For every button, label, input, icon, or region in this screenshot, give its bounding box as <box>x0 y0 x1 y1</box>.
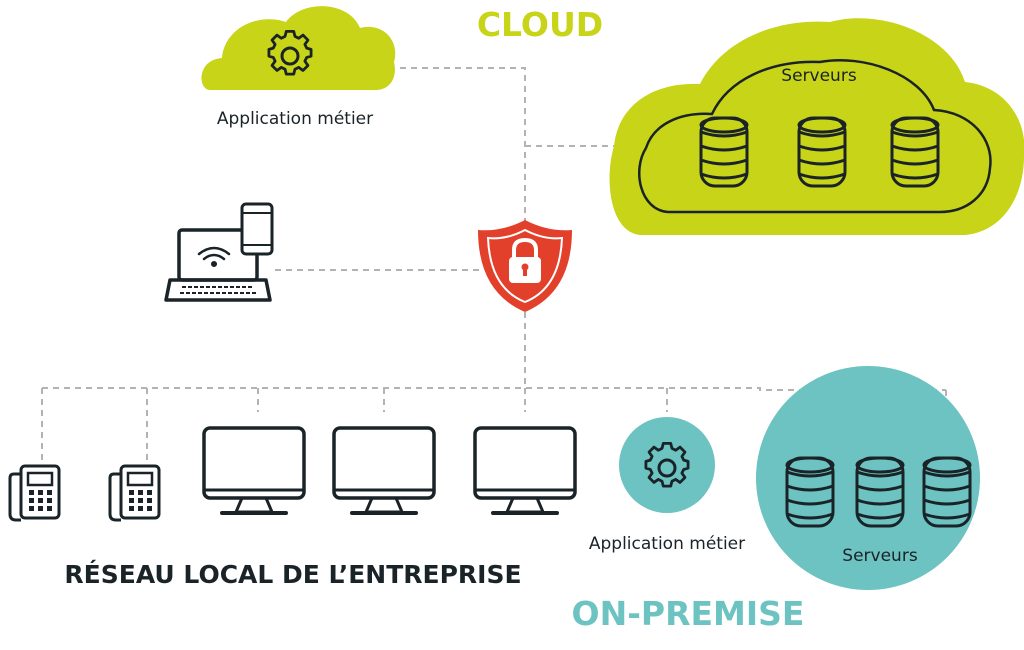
phone-icon <box>240 202 274 256</box>
monitor-icon <box>473 426 577 515</box>
cloud-app-label: Application métier <box>217 109 373 129</box>
phone-icon <box>108 464 161 522</box>
monitor-icon <box>202 426 306 515</box>
lan-backbone <box>42 387 946 391</box>
small-cloud-shape <box>201 6 396 91</box>
onpremise-circle <box>756 366 980 590</box>
onpremise-servers-label: Serveurs <box>842 546 918 566</box>
cloud-servers-label: Serveurs <box>781 66 857 86</box>
onpremise-app-circle <box>619 417 715 513</box>
lan-devices <box>8 426 577 522</box>
laptop-phone-icon <box>164 202 274 302</box>
onpremise-app-node: Application métier <box>589 417 745 554</box>
cloud-app-node: Application métier <box>201 6 396 129</box>
onpremise-servers-node: Serveurs <box>785 456 972 566</box>
big-cloud-shape <box>609 18 1024 235</box>
onpremise-app-label: Application métier <box>589 534 745 554</box>
phone-icon <box>8 464 61 522</box>
lan-title: RÉSEAU LOCAL DE L’ENTREPRISE <box>64 560 521 589</box>
big-cloud-inner-outline <box>638 59 992 214</box>
onpremise-title: ON-PREMISE <box>572 594 805 633</box>
link-cloud-app <box>400 67 526 230</box>
monitor-icon <box>332 426 436 515</box>
lock-shield-icon <box>478 220 572 312</box>
wifi-icon <box>197 246 231 268</box>
cloud-title: CLOUD <box>477 5 603 44</box>
connection-lines <box>41 67 947 460</box>
cloud-servers-node: Serveurs <box>609 18 1024 235</box>
